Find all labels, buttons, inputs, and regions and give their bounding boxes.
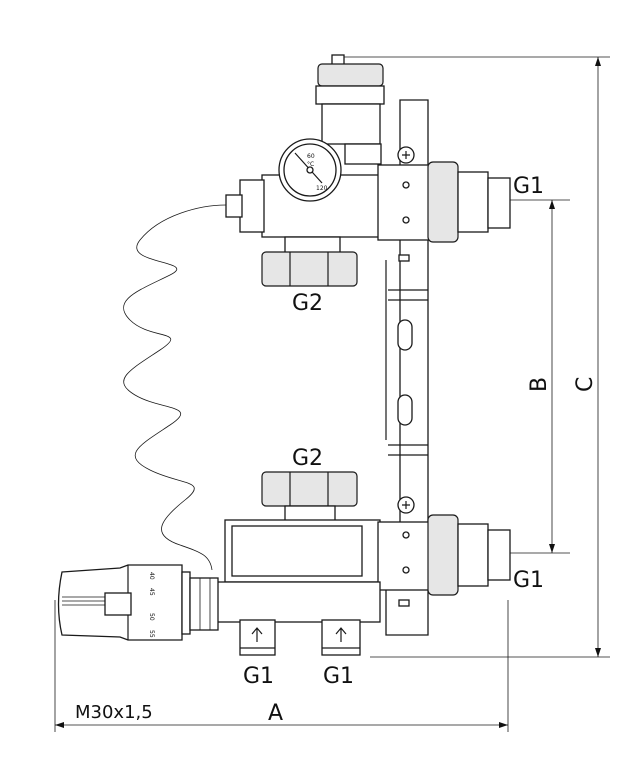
bottom-assembly (214, 471, 511, 656)
top-assembly: 60 °C 120 (225, 54, 511, 287)
scale-50: 50 (148, 613, 155, 621)
label-g1-outlet-right: G1 (323, 664, 354, 689)
label-g2-top: G2 (292, 291, 323, 316)
gauge-mark-120: 120 (316, 185, 328, 192)
scale-40: 40 (148, 572, 155, 580)
scale-55: 55 (148, 630, 155, 638)
label-m30-thread: M30x1,5 (75, 702, 153, 723)
label-g1-outlet-left: G1 (243, 664, 274, 689)
label-dimension-c: C (573, 377, 598, 392)
label-dimension-b: B (527, 377, 552, 392)
dimension-lines (54, 56, 610, 732)
label-g1-top-right: G1 (513, 174, 544, 199)
thermostatic-head: 40 45 50 55 (57, 564, 219, 641)
gauge-mark-60: 60 (307, 153, 315, 160)
capillary-tube (123, 204, 227, 571)
gauge-unit: °C (307, 161, 314, 168)
label-g1-bottom-right: G1 (513, 568, 544, 593)
label-dimension-a: A (268, 701, 283, 726)
label-g2-bottom: G2 (292, 446, 323, 471)
scale-45: 45 (148, 588, 155, 596)
